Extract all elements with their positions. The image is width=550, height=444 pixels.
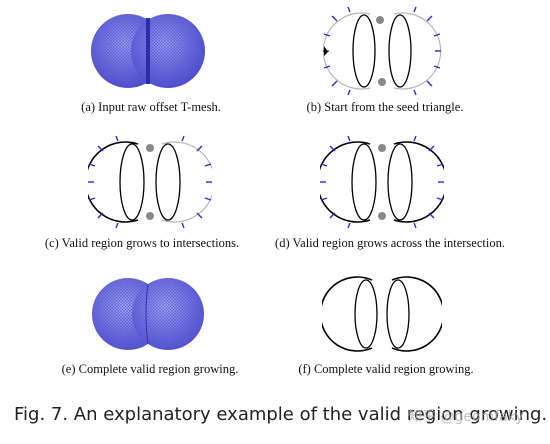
caption-e: (e) Complete valid region growing. [61,362,239,376]
caption-d: (d) Valid region grows across the inters… [275,236,505,250]
figure-caption: Fig. 7. An explanatory example of the va… [14,404,548,425]
panel-a-mesh-spheres [91,14,205,88]
caption-b: (b) Start from the seed triangle. [306,100,464,114]
panel-e-complete-mesh [92,278,204,350]
caption-f: (f) Complete valid region growing. [298,362,474,376]
caption-a: (a) Input raw offset T-mesh. [81,100,221,114]
panel-c-grow-to-intersections [88,136,212,228]
panel-d-grow-across-intersection [320,136,444,228]
caption-c: (c) Valid region grows to intersections. [44,236,240,250]
watermark: 知乎 @geomfaky [408,409,524,425]
panel-f-complete-outline [322,276,442,352]
panel-b-seed-triangle [322,6,442,96]
